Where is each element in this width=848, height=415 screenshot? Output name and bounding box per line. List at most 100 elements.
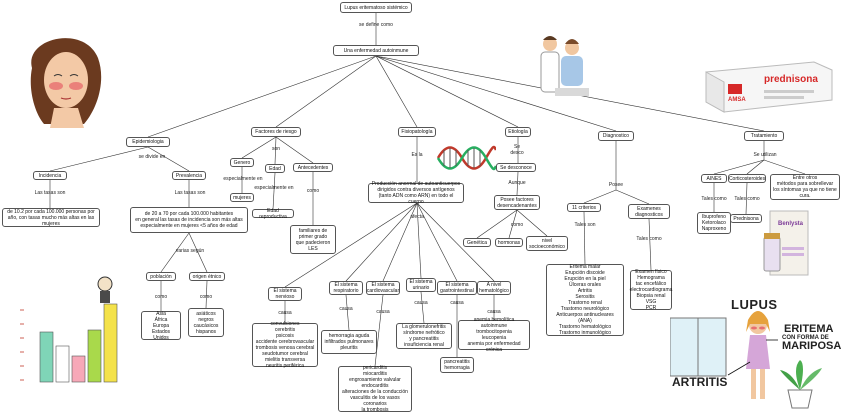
afecta-link: afecta (410, 214, 424, 220)
fisiopatologia-node: Fisiopatología (398, 127, 436, 137)
connector-line (615, 189, 650, 205)
eritema-label: ERITEMA (784, 323, 834, 335)
hematologico-effects: anemia hemolítica autoinmune trombocitop… (458, 317, 530, 353)
factores-link: son (271, 146, 281, 152)
chart-bar (55, 345, 70, 383)
aines-text: Ibuprofeno Ketorolaco Naproxeno (697, 212, 731, 234)
lupus-label: LUPUS (731, 297, 778, 312)
etiologia-node: Etiología (505, 127, 531, 137)
hormonas-node: hormonas (495, 238, 523, 247)
dna-illustration (436, 145, 496, 171)
connector-line (416, 202, 458, 282)
diagnostico-node: Diagnostico (598, 131, 634, 141)
connector-line (420, 291, 425, 324)
corticoides-text: Prednisona (730, 214, 762, 223)
diagnostico-link: Posee (608, 182, 624, 188)
connector-line (49, 146, 149, 172)
artritis-label: ARTRITIS (672, 375, 728, 389)
aines-link: Tales como (701, 196, 727, 202)
incidencia-text: de 10.2 por cada 100.000 personas por añ… (2, 208, 100, 227)
origen-node: origen étnico (189, 272, 225, 281)
genetica-node: Genética (463, 238, 491, 247)
prednisone-maker: AMSA (728, 97, 746, 103)
epidemiologia-node: Epidemiologia (126, 137, 170, 147)
woman-face-illustration (30, 38, 102, 128)
criterios-node: 11 criterios (567, 203, 601, 212)
connector-line (147, 146, 190, 172)
prednisone-box-illustration: AMSA prednisona (705, 61, 833, 113)
connector-line (345, 294, 350, 331)
examenes-text: Examen físico Hemograma tac encefálico e… (629, 269, 673, 311)
connector-line (516, 171, 519, 196)
chart-bar (39, 331, 54, 383)
connector-line (345, 202, 418, 282)
prevalencia-text: de 20 a 70 por cada 100.000 habitantes e… (130, 207, 248, 233)
connector-line (745, 182, 748, 215)
edad-node: Edad (265, 164, 285, 173)
eritema-label-2: CON FORMA DE (782, 335, 829, 341)
edad-text: Edad reproductiva (252, 208, 294, 220)
urinario-causa: causa (414, 300, 428, 306)
cardiovascular-causa: causa (376, 309, 390, 315)
aunque-link: Aunque (508, 180, 526, 186)
nervioso-causa: causa (278, 310, 292, 316)
connector-line (205, 280, 208, 309)
aines-node: AINES (701, 174, 727, 183)
gastrointestinal-effects: pancreatitis hemorragia (440, 357, 474, 373)
connector-line (648, 218, 652, 271)
poblacion-text: Asia África Europa Estados Unidos (141, 311, 181, 341)
fisiopatologia-link: Es la (411, 152, 423, 158)
examenes-link: Tales como (636, 236, 662, 242)
respiratorio-effects: hemorragia aguda infiltrados pulmonares … (321, 330, 377, 354)
genero-node: Genero (230, 158, 254, 167)
poblacion-link: como (154, 294, 168, 300)
nivel-hematologico: A nivel hematológico (477, 281, 511, 295)
root-node: Lupus eritematoso sistémico (340, 2, 412, 13)
urinario-effects: La glomerulonefritis síndrome nefrótico … (396, 323, 452, 349)
incidencia-link: Las tasas son (34, 190, 66, 196)
otros-node: Entre otros métodos para sobrellevar los… (770, 174, 840, 200)
chart-bar (103, 303, 118, 383)
sistema-cardiovascular: El sistema cardiovascular (366, 281, 400, 295)
sistema-nervioso: El sistema nervioso (268, 287, 302, 301)
poblacion-node: población (146, 272, 176, 281)
criterios-text: Eritema malar Erupción discoide Erupción… (546, 264, 624, 336)
chart-bar (71, 355, 86, 383)
varias-link: varias según (175, 248, 205, 254)
factores-node: Factores de riesgo (251, 127, 301, 137)
connector-line (713, 159, 765, 175)
connector-line (375, 55, 418, 128)
connector-line (272, 172, 276, 210)
connector-line (382, 202, 418, 282)
desconoce-node: Se desconoce (496, 163, 536, 172)
connector-line (416, 202, 422, 279)
connector-line (275, 55, 377, 128)
antecedentes-node: Antecedentes (293, 163, 333, 172)
connector-line (583, 189, 617, 204)
tratamiento-node: Tratamiento (744, 131, 784, 141)
root-link-label: se define como (359, 22, 393, 28)
connector-line (147, 55, 377, 138)
incidencia-node: Incidencia (33, 171, 67, 180)
respiratorio-causa: causa (339, 306, 353, 312)
connector-line (508, 209, 518, 239)
connector-line (375, 55, 519, 128)
prevalencia-node: Prevalencia (172, 171, 206, 180)
prednisone-brand: prednisona (764, 74, 818, 85)
connector-line (160, 232, 190, 273)
criterios-link: Tales son (574, 222, 596, 228)
posibles-node: Posee factores desencadenantes (494, 195, 540, 210)
connector-line (188, 232, 208, 273)
nivel-socio-node: nivel socioeconómico (526, 236, 568, 251)
examenes-node: Examenes diagnosticos (628, 204, 670, 219)
genero-link: especialmente en (223, 176, 263, 182)
connector-line (416, 202, 495, 282)
etiologia-como: como (510, 222, 524, 228)
sistema-gastrointestinal: El sistema gastrointestinal (437, 281, 477, 295)
fisiopatologia-text: Producción anormal de autoanticuerpos di… (368, 181, 464, 205)
tratamiento-link: Se utilizan (753, 152, 777, 158)
connector-line (284, 202, 418, 288)
gastrointestinal-causa: causa (450, 300, 464, 306)
